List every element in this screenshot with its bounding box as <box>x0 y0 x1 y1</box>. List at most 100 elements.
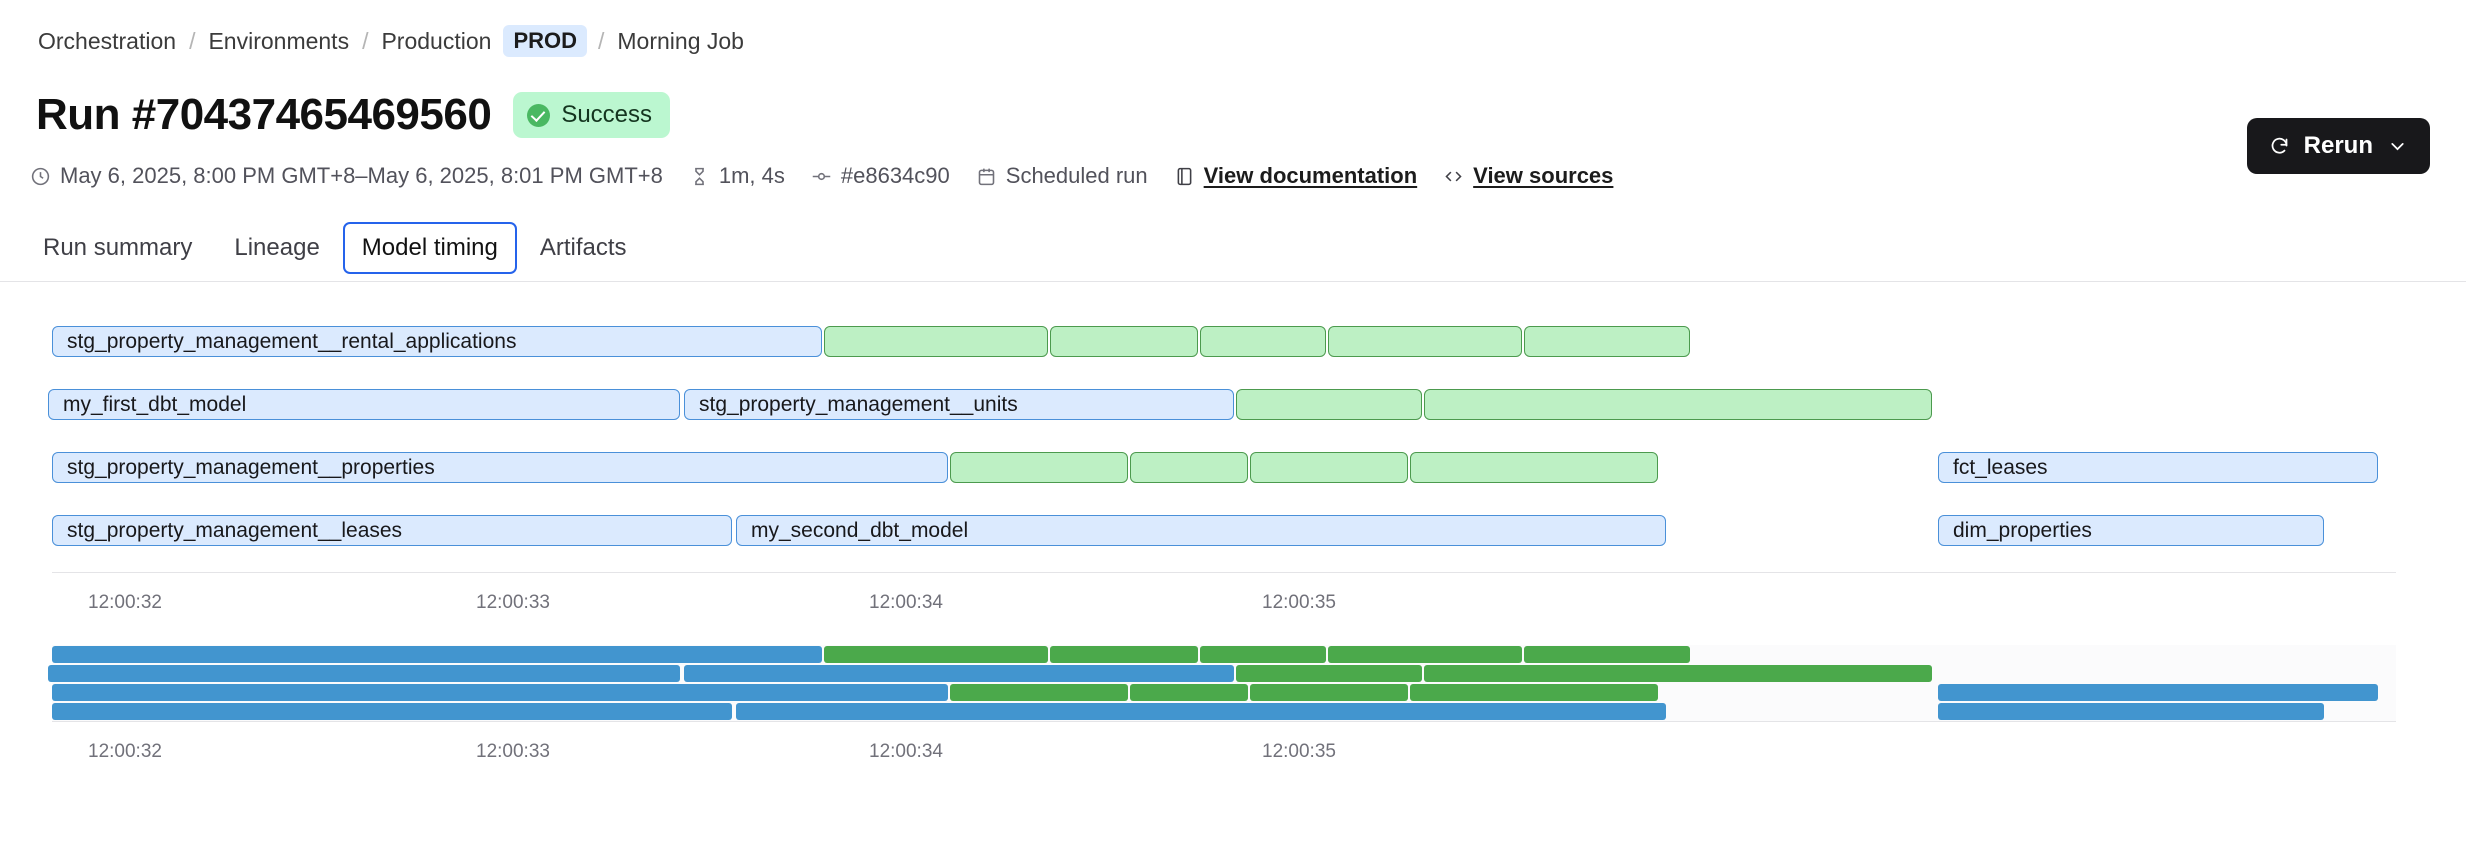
view-documentation-label: View documentation <box>1203 163 1418 188</box>
meta-timerange: May 6, 2025, 8:00 PM GMT+8–May 6, 2025, … <box>30 163 663 189</box>
gantt-bar-my_first_dbt_model[interactable]: my_first_dbt_model <box>48 389 680 420</box>
chevron-down-icon[interactable] <box>2387 136 2408 157</box>
tab-model-timing[interactable]: Model timing <box>342 222 517 274</box>
overview-bar[interactable] <box>684 665 1234 682</box>
overview-bar[interactable] <box>1130 684 1248 701</box>
gantt-bar-test[interactable] <box>1410 452 1658 483</box>
breadcrumb-separator: / <box>189 27 196 54</box>
overview-bar[interactable] <box>52 703 732 720</box>
gantt-bar-label: dim_properties <box>1953 518 2092 542</box>
gantt-bar-test[interactable] <box>1524 326 1690 357</box>
rerun-button[interactable]: Rerun <box>2246 118 2430 174</box>
tab-lineage[interactable]: Lineage <box>234 234 320 261</box>
overview-row <box>0 702 2466 721</box>
gantt-bar-dim_properties[interactable]: dim_properties <box>1938 515 2324 546</box>
axis-tick-label: 12:00:33 <box>476 592 550 613</box>
meta-commit[interactable]: #e8634c90 <box>811 163 950 189</box>
status-badge: Success <box>513 92 671 138</box>
breadcrumb: Orchestration / Environments / Productio… <box>36 25 746 57</box>
overview-bar[interactable] <box>48 665 680 682</box>
meta-timerange-label: May 6, 2025, 8:00 PM GMT+8–May 6, 2025, … <box>60 163 663 188</box>
overview-bar[interactable] <box>736 703 1666 720</box>
gantt-bar-label: my_second_dbt_model <box>751 518 969 542</box>
gantt-bar-test[interactable] <box>1236 389 1422 420</box>
tab-bar-divider <box>0 281 2466 282</box>
overview-bar[interactable] <box>824 646 1048 663</box>
tab-artifacts[interactable]: Artifacts <box>539 234 627 261</box>
overview-bar[interactable] <box>1938 703 2324 720</box>
overview-bar[interactable] <box>1938 684 2378 701</box>
overview-bar[interactable] <box>1328 646 1522 663</box>
breadcrumb-item-environments[interactable]: Environments <box>208 27 350 54</box>
meta-duration-label: 1m, 4s <box>718 163 785 188</box>
view-documentation-link[interactable]: View documentation <box>1174 163 1418 189</box>
book-icon <box>1177 167 1192 185</box>
overview-row <box>0 664 2466 683</box>
gantt-bar-label: stg_property_management__units <box>699 392 1018 416</box>
gantt-bar-test[interactable] <box>1424 389 1932 420</box>
overview-bar[interactable] <box>1236 665 1422 682</box>
axis-line <box>52 721 2396 722</box>
gantt-row: stg_property_management__rental_applicat… <box>0 320 2466 383</box>
gantt-bar-stg_property_management__rental_applications[interactable]: stg_property_management__rental_applicat… <box>52 326 822 357</box>
overview-row <box>0 645 2466 664</box>
gantt-bar-stg_property_management__properties[interactable]: stg_property_management__properties <box>52 452 948 483</box>
meta-trigger-label: Scheduled run <box>1005 163 1148 188</box>
axis-line <box>52 572 2396 573</box>
axis-tick-label: 12:00:35 <box>1262 741 1336 762</box>
overview-bar[interactable] <box>52 684 948 701</box>
breadcrumb-separator: / <box>362 27 369 54</box>
check-circle-icon <box>527 103 551 127</box>
overview-bar[interactable] <box>950 684 1128 701</box>
meta-duration: 1m, 4s <box>689 163 785 189</box>
gantt-bar-label: stg_property_management__rental_applicat… <box>67 329 517 353</box>
overview-bar[interactable] <box>1524 646 1690 663</box>
axis-tick-label: 12:00:34 <box>869 741 943 762</box>
overview-bar[interactable] <box>1200 646 1326 663</box>
axis-tick-label: 12:00:33 <box>476 741 550 762</box>
gantt-bar-test[interactable] <box>1050 326 1198 357</box>
code-icon <box>1445 171 1462 181</box>
gantt-bar-test[interactable] <box>1200 326 1326 357</box>
view-sources-label: View sources <box>1473 163 1614 188</box>
breadcrumb-item-orchestration[interactable]: Orchestration <box>38 27 177 54</box>
model-timing-gantt[interactable]: stg_property_management__rental_applicat… <box>0 320 2466 618</box>
gantt-bar-label: my_first_dbt_model <box>63 392 247 416</box>
gantt-bar-label: stg_property_management__properties <box>67 455 435 479</box>
tab-run-summary[interactable]: Run summary <box>43 234 193 261</box>
gantt-bar-test[interactable] <box>1130 452 1248 483</box>
overview-bar[interactable] <box>52 646 822 663</box>
clock-icon <box>31 167 50 185</box>
gantt-bar-fct_leases[interactable]: fct_leases <box>1938 452 2378 483</box>
calendar-icon <box>978 168 995 185</box>
gantt-bar-test[interactable] <box>824 326 1048 357</box>
meta-commit-label: #e8634c90 <box>840 163 950 188</box>
meta-trigger: Scheduled run <box>976 163 1148 189</box>
axis-tick-label: 12:00:35 <box>1262 592 1336 613</box>
gantt-bar-label: stg_property_management__leases <box>67 518 403 542</box>
gantt-bar-label: fct_leases <box>1953 455 2048 479</box>
gantt-bar-stg_property_management__units[interactable]: stg_property_management__units <box>684 389 1234 420</box>
run-metadata: May 6, 2025, 8:00 PM GMT+8–May 6, 2025, … <box>30 163 1639 189</box>
overview-bar[interactable] <box>1050 646 1198 663</box>
page-title-row: Run #70437465469560 Success <box>36 90 671 140</box>
gantt-bar-stg_property_management__leases[interactable]: stg_property_management__leases <box>52 515 732 546</box>
tab-bar: Run summary Lineage Model timing Artifac… <box>24 222 646 274</box>
gantt-bar-test[interactable] <box>950 452 1128 483</box>
gantt-bar-test[interactable] <box>1250 452 1408 483</box>
overview-bar[interactable] <box>1424 665 1932 682</box>
axis-tick-label: 12:00:34 <box>869 592 943 613</box>
commit-icon <box>812 172 831 180</box>
overview-bar[interactable] <box>1250 684 1408 701</box>
gantt-bar-my_second_dbt_model[interactable]: my_second_dbt_model <box>736 515 1666 546</box>
breadcrumb-item-production[interactable]: Production <box>381 27 492 54</box>
hourglass-icon <box>694 167 704 185</box>
overview-bar[interactable] <box>1410 684 1658 701</box>
overview-row <box>0 683 2466 702</box>
gantt-bar-test[interactable] <box>1328 326 1522 357</box>
gantt-row: my_first_dbt_model stg_property_managemen… <box>0 383 2466 446</box>
view-sources-link[interactable]: View sources <box>1443 163 1613 189</box>
breadcrumb-item-job[interactable]: Morning Job <box>617 27 744 54</box>
